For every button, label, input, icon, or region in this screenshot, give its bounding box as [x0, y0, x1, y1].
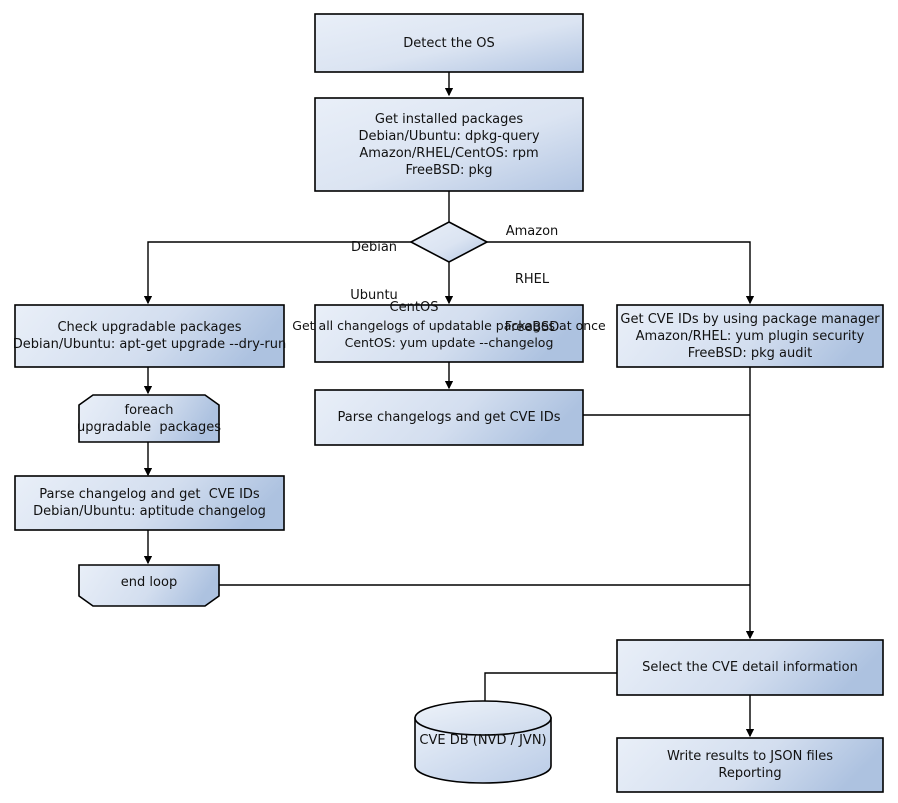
edge-label-line: Amazon: [505, 224, 559, 239]
node-write-results: [616, 737, 884, 793]
node-cve-db-top: [414, 700, 552, 736]
edge-decision-to-check-upgradable: [143, 241, 411, 305]
node-parse-changelog-cve: [14, 475, 285, 531]
edge-select-to-cvedb: [484, 672, 617, 710]
node-cve-db-body: [414, 717, 552, 784]
node-get-cve-ids-pkgmgr: [616, 304, 884, 368]
edge-label-line: FreeBSD: [504, 320, 560, 335]
edge-label-line: RHEL: [514, 272, 550, 287]
node-select-cve-detail: [616, 639, 884, 696]
edge-label-line: Ubuntu: [350, 288, 398, 303]
node-end-loop: [78, 564, 220, 607]
edge-label-amazon-rhel-freebsd: Amazon RHEL FreeBSD: [492, 192, 572, 368]
node-get-installed-packages: [314, 97, 584, 192]
edge-decision-to-pkgmgr: [487, 241, 755, 305]
node-get-all-changelogs: [314, 304, 584, 363]
node-check-upgradable: [14, 304, 285, 368]
node-parse-changelogs-cve: [314, 389, 584, 446]
edge-label-centos: CentOS: [386, 268, 442, 348]
edge-label-line: CentOS: [389, 300, 439, 315]
node-os-decision: [409, 221, 489, 263]
edge-label-debian-ubuntu: Debian Ubuntu: [339, 208, 409, 336]
edge-label-line: Debian: [350, 240, 398, 255]
node-detect-os: [314, 13, 584, 73]
node-foreach-loop-start: [78, 394, 220, 443]
